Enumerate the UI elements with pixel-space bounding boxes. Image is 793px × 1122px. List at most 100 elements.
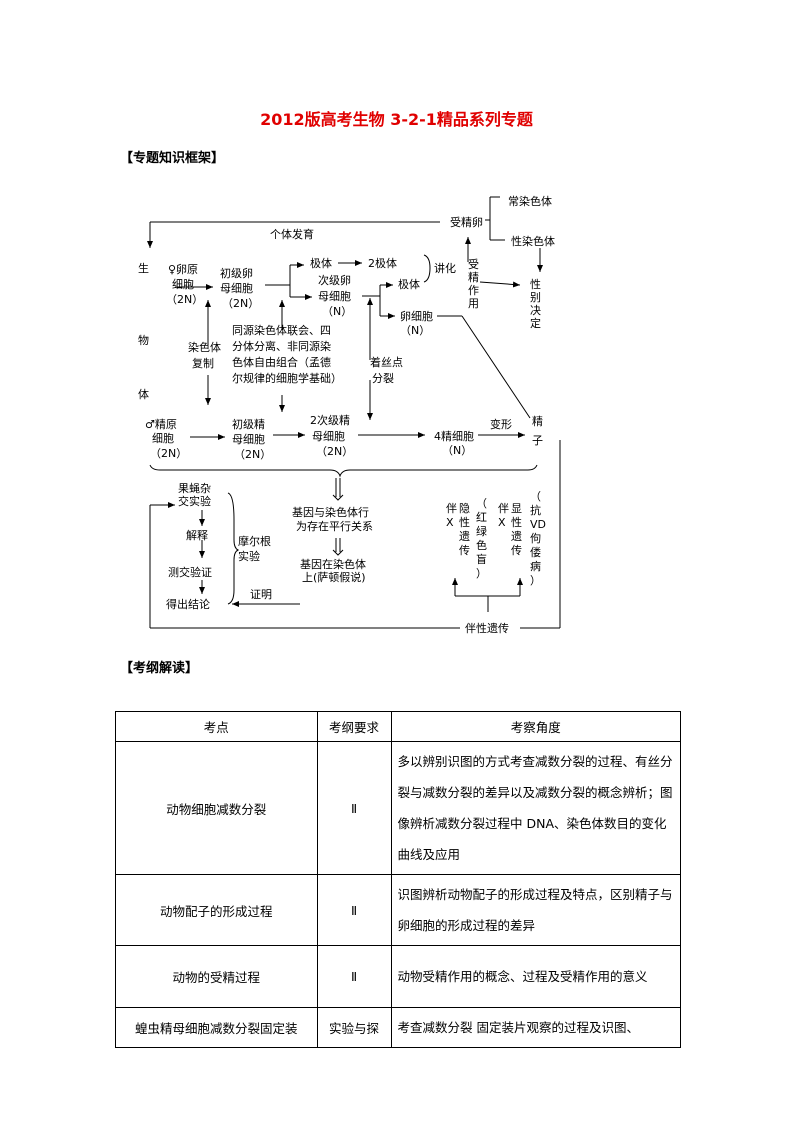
table-header-row: 考点 考纲要求 考察角度: [115, 711, 681, 742]
primary-oocyte-label-3: （2N）: [222, 297, 259, 310]
svg-text:（: （: [476, 497, 487, 510]
secondary-spermatocyte-label-3: （2N）: [316, 445, 353, 458]
table-row: 动物细胞减数分裂 Ⅱ 多以辨别识图的方式考查减数分裂的过程、有丝分裂与减数分裂的…: [115, 741, 681, 875]
fertilization-char-3: 作: [468, 284, 479, 297]
svg-text:伴: 伴: [498, 502, 509, 515]
organism-char-2: 物: [138, 333, 149, 347]
dominant-x-column: 伴 X 显 性 遗 传: [498, 502, 522, 557]
recessive-x-column: 伴 X 隐 性 遗 传: [446, 502, 470, 557]
svg-text:VD: VD: [530, 518, 546, 531]
morgan-label-1: 摩尔根: [238, 534, 271, 548]
page-title: 2012版高考生物 3-2-1精品系列专题: [260, 110, 533, 129]
egg-cell-label-2: （N）: [400, 324, 430, 337]
meiosis-note-line-4: 尔规律的细胞学基础）: [232, 371, 342, 385]
svg-text:性: 性: [459, 515, 470, 529]
fertilization-char-4: 用: [468, 297, 479, 310]
frame-lines: [147, 196, 561, 629]
primary-spermatocyte-label-1: 初级精: [232, 417, 265, 431]
cell-point: 动物配子的形成过程: [115, 874, 318, 946]
oogonium-label-3: （2N）: [166, 293, 203, 306]
primary-spermatocyte-label-3: （2N）: [234, 448, 271, 461]
spermatid-label-2: （N）: [442, 444, 472, 457]
individual-development-label: 个体发育: [270, 227, 314, 241]
sex-determination-char-1: 性: [530, 277, 541, 291]
header-point: 考点: [115, 711, 318, 742]
svg-text:遗: 遗: [459, 529, 470, 543]
cell-requirement: Ⅱ: [316, 874, 392, 946]
svg-text:性: 性: [511, 515, 522, 529]
svg-text:（: （: [530, 490, 541, 503]
sperm-char-1: 精: [532, 415, 543, 428]
cell-angle: 动物受精作用的概念、过程及受精作用的意义: [390, 945, 681, 1008]
centromere-split-label-1: 着丝点: [370, 355, 403, 369]
cell-point: 动物细胞减数分裂: [115, 741, 318, 875]
svg-text:显: 显: [511, 502, 522, 515]
color-blindness-column: （ 红 绿 色 盲 ）: [476, 497, 487, 580]
testcross-label: 测交验证: [168, 565, 212, 579]
fruit-fly-label-1: 果蝇杂: [178, 482, 211, 495]
table-row: 动物配子的形成过程 Ⅱ 识图辨析动物配子的形成过程及特点，区别精子与卵细胞的形成…: [115, 874, 681, 946]
meiosis-note-line-2: 分体分离、非同源染: [232, 339, 331, 353]
svg-text:）: ）: [476, 567, 487, 580]
sex-determination-char-4: 定: [530, 316, 541, 330]
svg-text:X: X: [446, 516, 454, 529]
secondary-oocyte-label-3: （N）: [322, 305, 352, 318]
transform-label: 变形: [490, 417, 512, 431]
secondary-oocyte-label-2: 母细胞: [318, 290, 351, 303]
svg-text:绿: 绿: [476, 524, 487, 538]
morgan-label-2: 实验: [238, 549, 260, 563]
header-requirement: 考纲要求: [316, 711, 392, 742]
chromosome-replication-label-1: 染色体: [188, 340, 221, 354]
cell-angle: 识图辨析动物配子的形成过程及特点，区别精子与卵细胞的形成过程的差异: [390, 874, 681, 946]
sex-chromosome-label: 性染色体: [511, 234, 555, 248]
svg-text:盲: 盲: [476, 552, 487, 566]
svg-text:X: X: [498, 516, 506, 529]
secondary-oocyte-label-1: 次级卵: [318, 273, 351, 287]
header-angle: 考察角度: [390, 711, 681, 742]
zygote-label: 受精卵: [450, 216, 483, 229]
spermatogonium-label-3: （2N）: [150, 447, 187, 460]
cell-point: 蝗虫精母细胞减数分裂固定装: [115, 1007, 318, 1048]
sex-determination-char-2: 别: [530, 291, 541, 304]
svg-text:抗: 抗: [530, 503, 541, 517]
fruit-fly-label-2: 交实验: [178, 494, 211, 508]
conclusion-label: 得出结论: [166, 597, 210, 611]
svg-text:隐: 隐: [459, 502, 470, 515]
primary-spermatocyte-label-2: 母细胞: [232, 433, 265, 446]
spermatogonium-label-2: 细胞: [152, 432, 174, 445]
cell-requirement: 实验与探: [316, 1007, 392, 1048]
secondary-spermatocyte-label-1: 2次级精: [310, 413, 350, 427]
svg-text:病: 病: [530, 559, 541, 573]
rickets-column: （ 抗 VD 佝 偻 病 ）: [530, 490, 546, 587]
svg-text:遗: 遗: [511, 529, 522, 543]
cell-angle: 多以辨别识图的方式考查减数分裂的过程、有丝分裂与减数分裂的差异以及减数分裂的概念…: [390, 741, 681, 875]
svg-text:伴: 伴: [446, 502, 457, 515]
sutton-hypothesis-label-1: 基因在染色体: [300, 557, 366, 571]
two-polar-body-label: 2极体: [368, 256, 397, 270]
chromosome-replication-label-2: 复制: [192, 356, 214, 370]
sperm-char-2: 子: [532, 434, 543, 447]
sutton-hypothesis-label-2: 上(萨顿假说): [302, 570, 366, 584]
organism-char-3: 体: [138, 387, 149, 401]
sex-linked-inheritance-label: 伴性遗传: [465, 621, 509, 635]
svg-text:传: 传: [511, 544, 522, 557]
svg-text:偻: 偻: [530, 545, 541, 559]
svg-text:佝: 佝: [530, 532, 541, 545]
svg-text:）: ）: [530, 574, 541, 587]
parallel-relation-label-2: 为存在平行关系: [296, 519, 373, 533]
cell-point: 动物的受精过程: [115, 945, 318, 1008]
section-heading-framework: 【专题知识框架】: [120, 151, 225, 166]
sex-determination-char-3: 决: [530, 304, 541, 317]
svg-text:色: 色: [476, 538, 487, 552]
primary-oocyte-label-1: 初级卵: [220, 266, 253, 280]
table-row: 蝗虫精母细胞减数分裂固定装 实验与探 考查减数分裂 固定装片观察的过程及识图、: [115, 1007, 681, 1048]
secondary-spermatocyte-label-2: 母细胞: [312, 430, 345, 443]
explanation-label: 解释: [186, 528, 208, 542]
oogonium-label-2: 细胞: [172, 278, 194, 291]
spermatid-label-1: 4精细胞: [434, 430, 474, 443]
meiosis-note-line-1: 同源染色体联会、四: [232, 323, 331, 337]
primary-oocyte-label-2: 母细胞: [220, 282, 253, 295]
syllabus-table: 考点 考纲要求 考察角度 动物细胞减数分裂 Ⅱ 多以辨别识图的方式考查减数分裂的…: [115, 711, 681, 1048]
fertilization-char-1: 受: [468, 258, 479, 271]
oogonium-label-1: ♀卵原: [168, 263, 198, 276]
